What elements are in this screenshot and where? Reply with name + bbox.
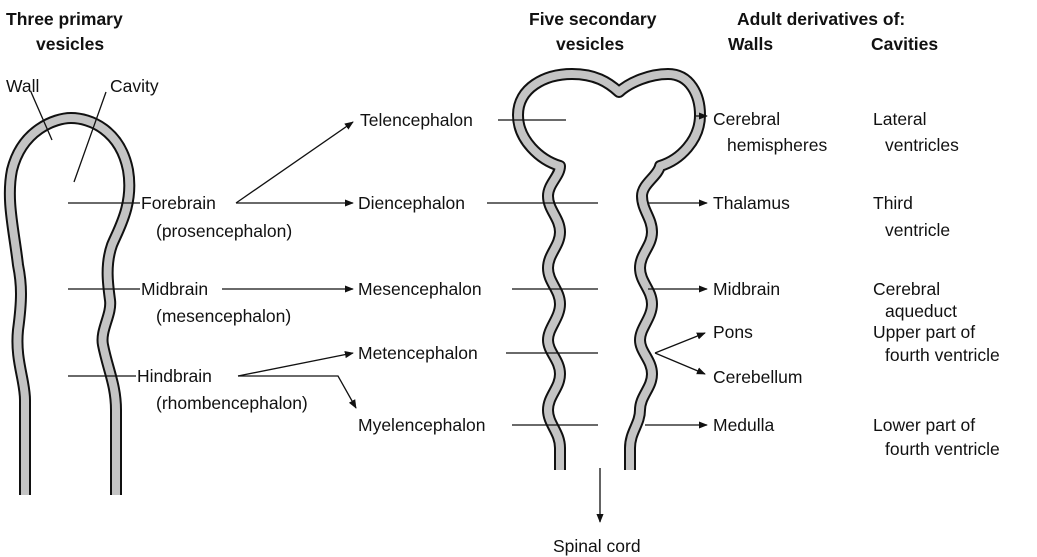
secondary-neural-tube xyxy=(518,74,700,470)
prosencephalon-label: (prosencephalon) xyxy=(156,221,292,241)
secondary-vesicles-header-line2: vesicles xyxy=(556,34,624,54)
rhombencephalon-label: (rhombencephalon) xyxy=(156,393,308,413)
cerebral-label: Cerebral xyxy=(713,109,780,129)
third-label: Third xyxy=(873,193,913,213)
walls-header: Walls xyxy=(728,34,773,54)
myelencephalon-label: Myelencephalon xyxy=(358,415,485,435)
primary-vesicles-header-line2: vesicles xyxy=(36,34,104,54)
upper-part-label: Upper part of xyxy=(873,322,975,342)
thalamus-label: Thalamus xyxy=(713,193,790,213)
cavity-label: Cavity xyxy=(110,76,159,96)
cerebellum-arrow xyxy=(655,353,705,374)
telencephalon-label: Telencephalon xyxy=(360,110,473,130)
metencephalon-label: Metencephalon xyxy=(358,343,478,363)
cerebral-aqueduct-label-line1: Cerebral xyxy=(873,279,940,299)
midbrain-primary-label: Midbrain xyxy=(141,279,208,299)
cerebral-aqueduct-label-line2: aqueduct xyxy=(885,301,957,321)
cavities-header: Cavities xyxy=(871,34,938,54)
diencephalon-label: Diencephalon xyxy=(358,193,465,213)
lower-part-label: Lower part of xyxy=(873,415,975,435)
medulla-label: Medulla xyxy=(713,415,775,435)
cerebellum-label: Cerebellum xyxy=(713,367,802,387)
cavity-pointer xyxy=(74,92,106,182)
wall-label: Wall xyxy=(6,76,39,96)
adult-derivatives-header: Adult derivatives of: xyxy=(737,9,905,29)
primary-vesicles-header-line1: Three primary xyxy=(6,9,123,29)
primary-neural-tube xyxy=(10,118,129,495)
pons-arrow xyxy=(655,333,705,353)
spinal-cord-label: Spinal cord xyxy=(553,536,641,556)
ventricles-label: ventricles xyxy=(885,135,959,155)
secondary-vesicles-header-line1: Five secondary xyxy=(529,9,657,29)
midbrain-wall-label: Midbrain xyxy=(713,279,780,299)
hindbrain-label: Hindbrain xyxy=(137,366,212,386)
forebrain-to-telencephalon-arrow xyxy=(236,122,353,203)
hindbrain-to-metencephalon-arrow xyxy=(238,353,353,376)
hemispheres-label: hemispheres xyxy=(727,135,827,155)
lateral-label: Lateral xyxy=(873,109,927,129)
forebrain-label: Forebrain xyxy=(141,193,216,213)
pons-label: Pons xyxy=(713,322,753,342)
lower-fourth-ventricle-label: fourth ventricle xyxy=(885,439,1000,459)
mesencephalon-label: Mesencephalon xyxy=(358,279,482,299)
third-ventricle-label: ventricle xyxy=(885,220,950,240)
upper-fourth-ventricle-label: fourth ventricle xyxy=(885,345,1000,365)
mesencephalon-latin-label: (mesencephalon) xyxy=(156,306,291,326)
